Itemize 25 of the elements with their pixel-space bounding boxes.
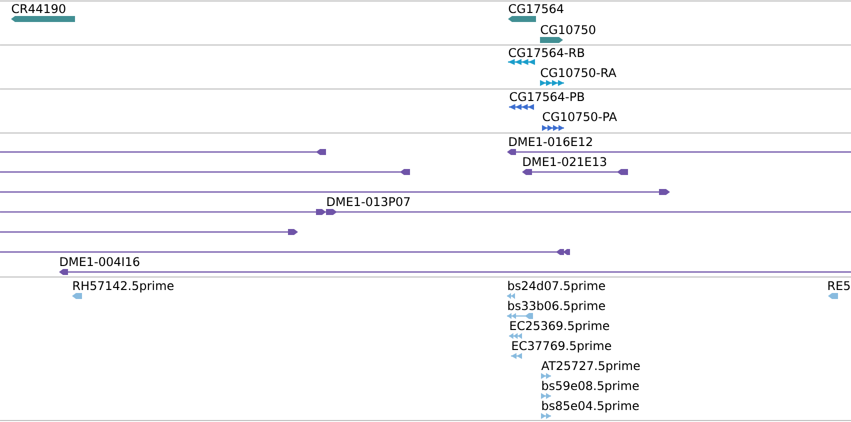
feature-label: CG10750-PA xyxy=(542,112,617,122)
feature-label: DME1-016E12 xyxy=(509,137,592,146)
feature-label: CG17564-PB xyxy=(510,92,584,102)
feature-label: CG10750 xyxy=(540,25,596,34)
feature-label: bs24d07.5prime xyxy=(508,280,605,292)
feature-label: DME1-004I16 xyxy=(60,257,140,266)
feature-glyph xyxy=(0,169,410,175)
feature-label: CG17564-RB xyxy=(508,48,584,58)
feature-label: EC37769.5prime xyxy=(512,340,612,352)
feature-label: CG10750-RA xyxy=(540,68,616,78)
feature-glyph xyxy=(0,249,570,255)
feature-label: AT25727.5prime xyxy=(541,360,640,372)
feature-glyph xyxy=(0,229,298,235)
feature-label: RE5 xyxy=(828,281,850,290)
feature-glyph xyxy=(0,149,326,155)
feature-label: DME1-021E13 xyxy=(523,157,606,166)
feature-label: bs85e04.5prime xyxy=(542,400,639,412)
feature-glyph xyxy=(0,189,670,195)
feature-label: RH57142.5prime xyxy=(73,280,174,292)
feature-label: CR44190 xyxy=(12,4,66,14)
feature-label: DME1-013P07 xyxy=(327,197,410,206)
feature-label: bs33b06.5prime xyxy=(508,300,605,312)
feature-label: EC25369.5prime xyxy=(510,320,610,332)
feature-label: bs59e08.5prime xyxy=(542,380,639,392)
feature-label: CG17564 xyxy=(508,4,564,14)
